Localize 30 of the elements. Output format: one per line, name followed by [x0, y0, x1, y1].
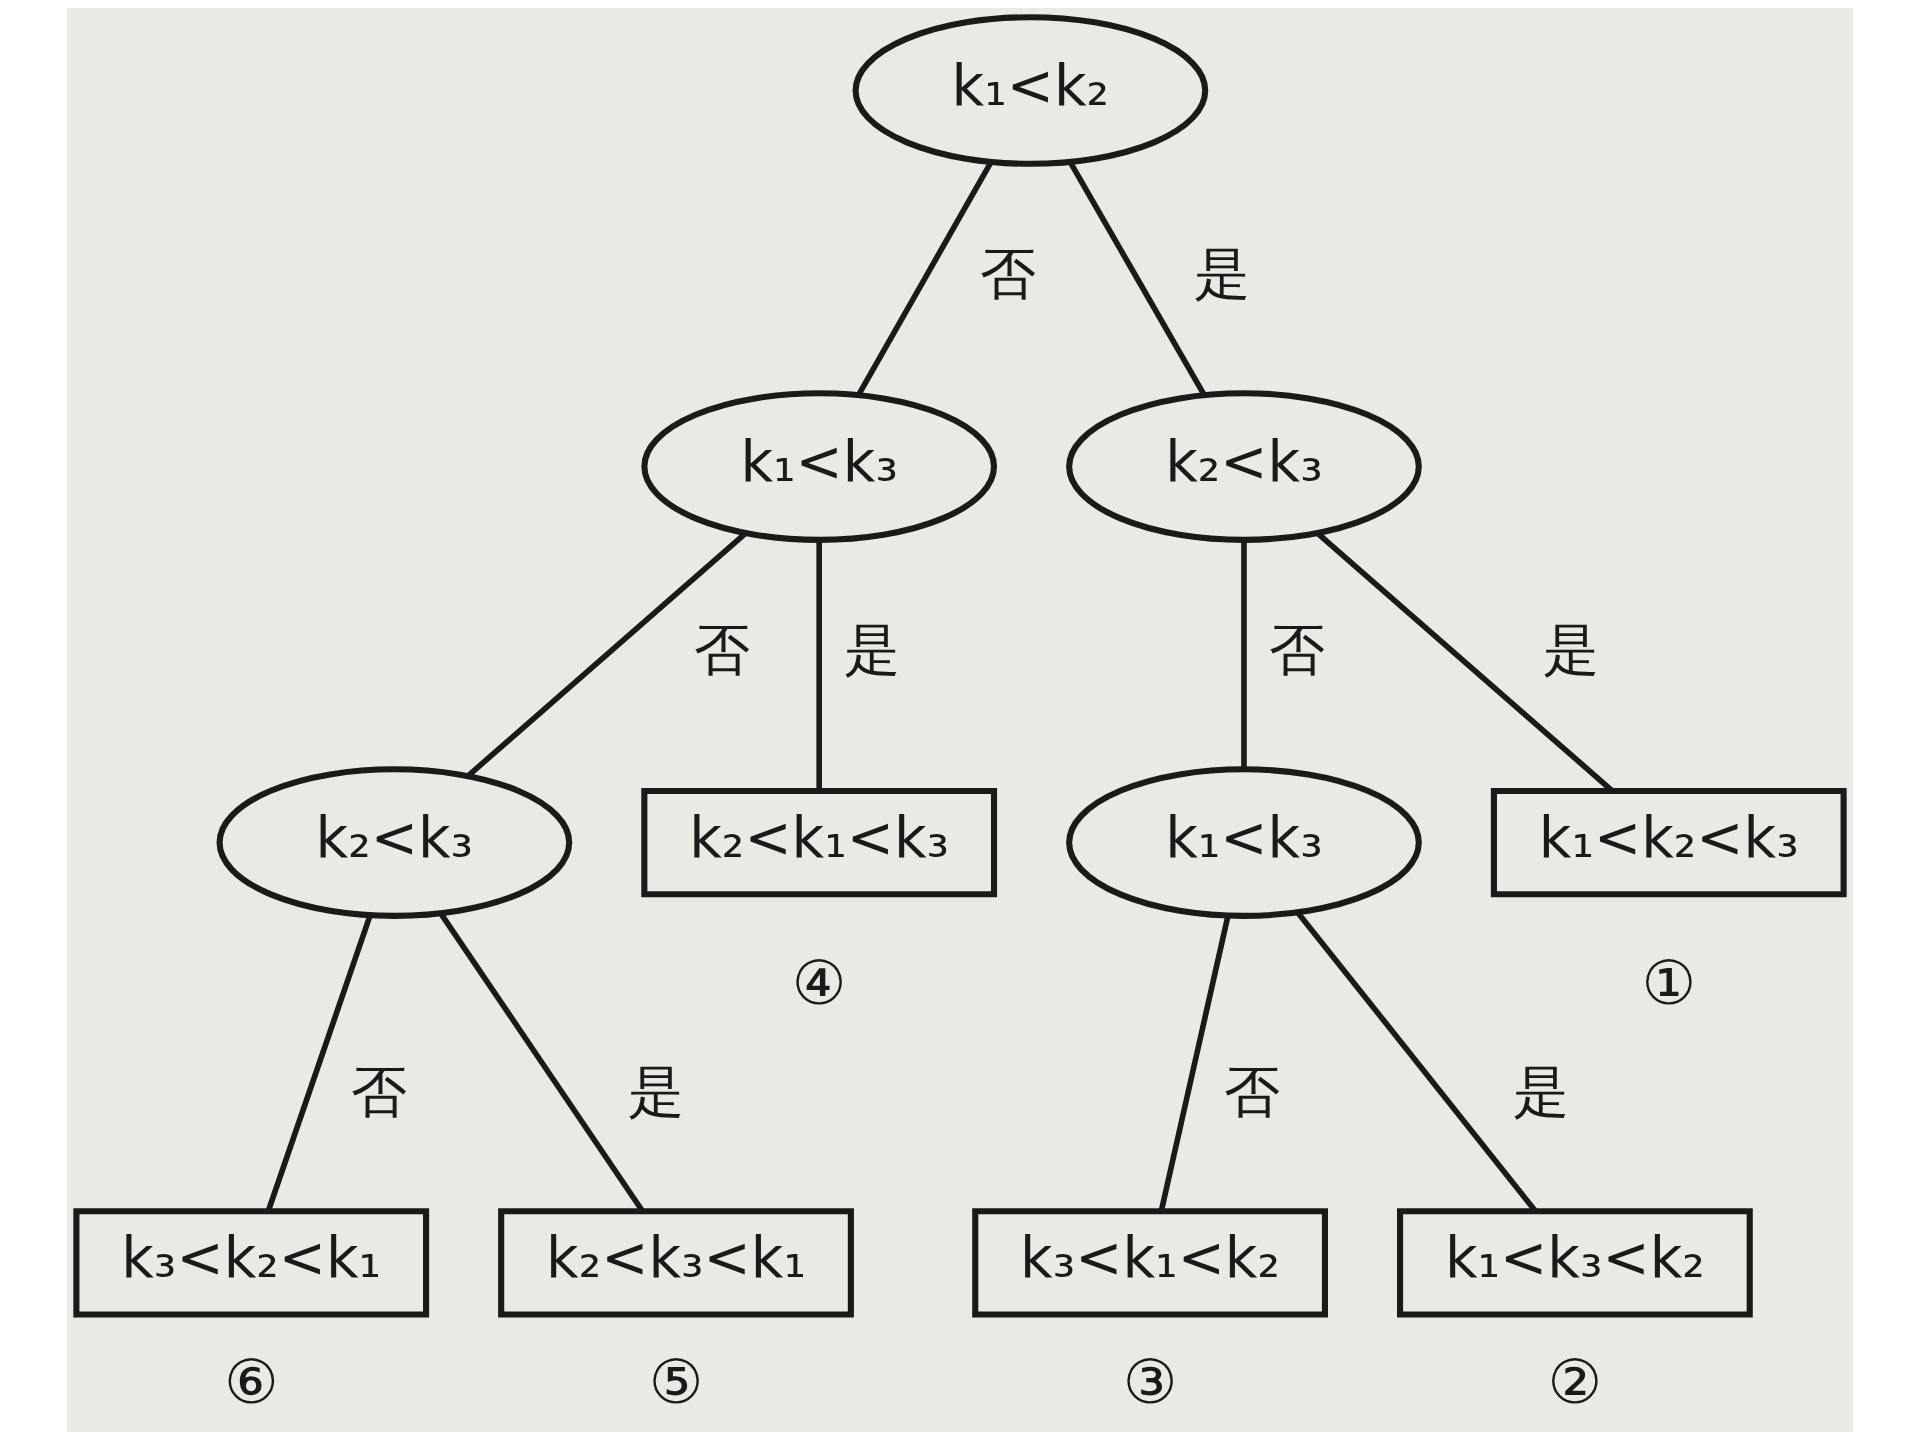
edge-label: 否 [693, 617, 750, 683]
node-label: ④ [791, 947, 847, 1019]
edge-label: 是 [1512, 1058, 1569, 1124]
node-box: k₁<k₃<k₂ [1397, 1208, 1753, 1318]
node-ellipse: k₂<k₃ [1066, 390, 1422, 543]
edge-label: 否 [350, 1058, 407, 1124]
node-label: ⑥ [223, 1346, 279, 1418]
edge-label: 否 [1224, 1058, 1281, 1124]
edge-label: 是 [1543, 617, 1600, 683]
node-label: ② [1547, 1346, 1603, 1418]
edge-label: 是 [627, 1058, 684, 1124]
node-label: ⑤ [648, 1346, 704, 1418]
node-label: ① [1641, 947, 1697, 1019]
node-ellipse: k₁<k₃ [1066, 766, 1422, 919]
node-label: ③ [1122, 1346, 1178, 1418]
node-box: k₃<k₂<k₁ [73, 1208, 430, 1318]
edge-label: 是 [1193, 241, 1250, 307]
node-ellipse: k₂<k₃ [216, 766, 573, 919]
node-box: k₃<k₁<k₂ [972, 1208, 1328, 1318]
node-box: k₂<k₃<k₁ [498, 1208, 854, 1318]
node-ellipse: k₁<k₂ [852, 14, 1209, 167]
edge-label: 否 [979, 241, 1036, 307]
connector [1295, 910, 1538, 1213]
edge-label: 否 [1268, 617, 1325, 683]
node-box: k₁<k₂<k₃ [1490, 787, 1847, 898]
connector [816, 539, 822, 790]
node-box: k₂<k₁<k₃ [641, 787, 998, 898]
connector [1241, 539, 1247, 770]
edge-label: 是 [843, 617, 900, 683]
node-ellipse: k₁<k₃ [641, 390, 998, 543]
